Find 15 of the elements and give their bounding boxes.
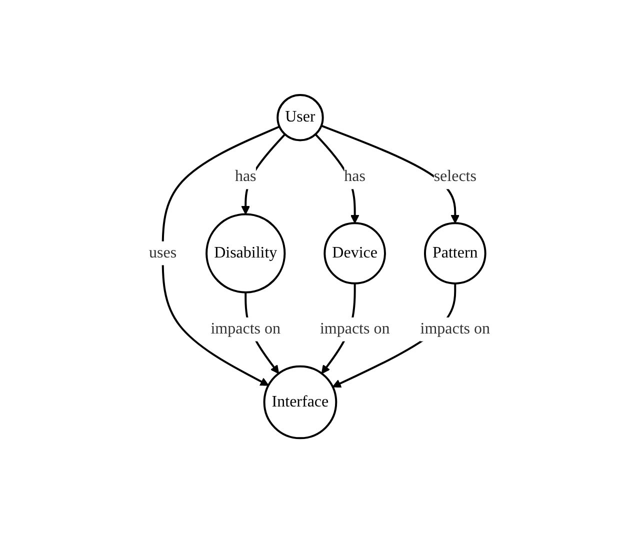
node-circle: User — [276, 94, 324, 142]
node-circle: Interface — [263, 365, 338, 440]
node-circle: Pattern — [424, 222, 486, 284]
arrow — [320, 124, 460, 224]
edge-label: impacts on — [420, 320, 490, 338]
edge-label: selects — [434, 168, 476, 186]
node-circle: Device — [324, 222, 386, 284]
edge-label: impacts on — [320, 320, 390, 338]
edge-label: uses — [148, 244, 177, 262]
edge-label: impacts on — [210, 320, 280, 338]
arrow — [314, 134, 360, 224]
node-circle: Disability — [206, 213, 286, 294]
edge-label: has — [344, 168, 366, 186]
arrow — [241, 134, 286, 215]
edge-label: has — [234, 168, 256, 186]
